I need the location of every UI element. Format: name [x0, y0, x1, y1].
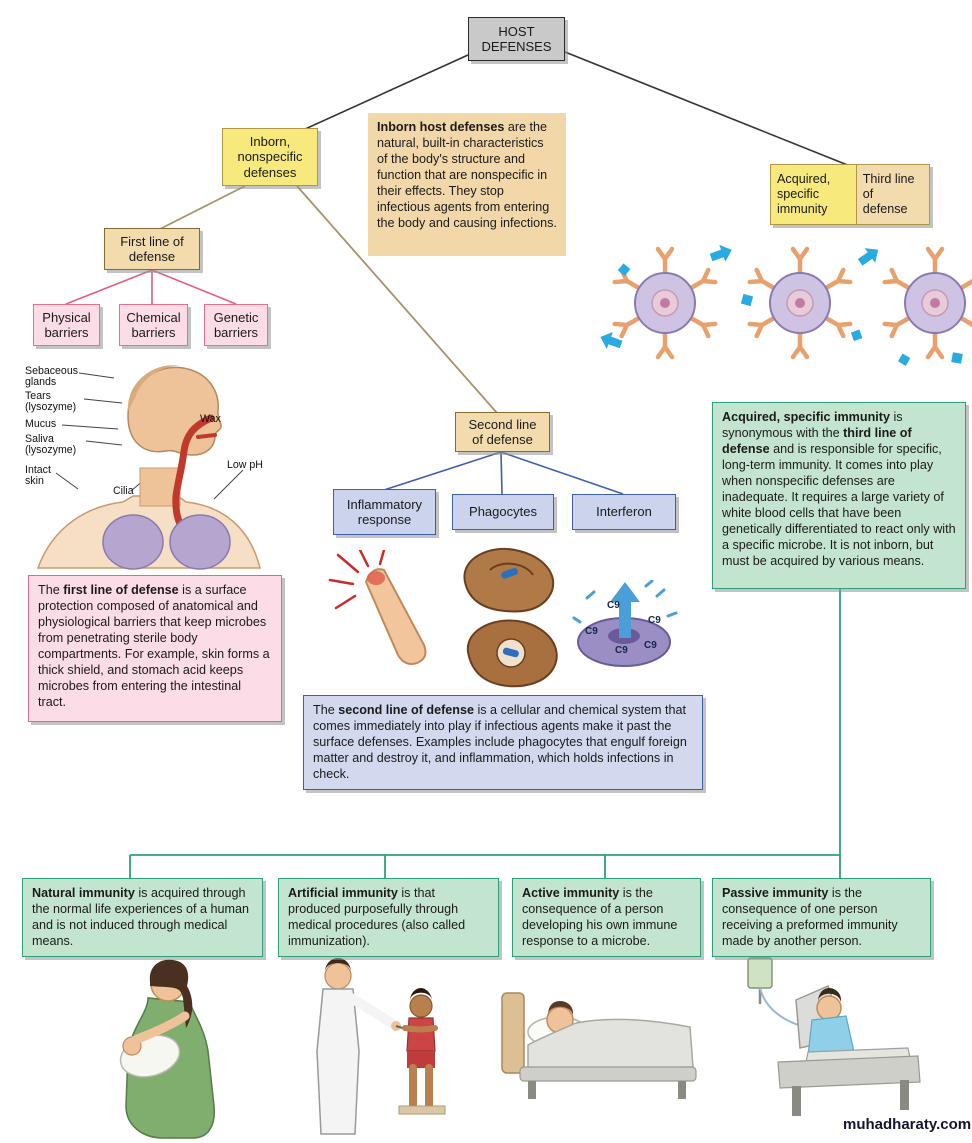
c9-label: C9: [615, 645, 628, 656]
natural-bold: Natural immunity: [32, 886, 135, 900]
first-line-pre: The: [38, 583, 64, 597]
first-line-bold: first line of defense: [63, 583, 179, 597]
label-cilia: Cilia: [113, 485, 134, 497]
passive-immunity-illustration: [747, 956, 921, 1116]
second-line-pre: The: [313, 703, 339, 717]
c9-label: C9: [607, 600, 620, 611]
label-low-ph: Low pH: [227, 459, 263, 471]
acquired-textbox: Acquired, specific immunity is synonymou…: [712, 402, 966, 589]
node-acquired-third-line-group: Acquired, specific immunity Third line o…: [770, 164, 930, 225]
passive-immunity-textbox: Passive immunity is the consequence of o…: [712, 878, 931, 957]
node-chemical-barriers: Chemical barriers: [119, 304, 188, 346]
node-inborn-nonspecific-defenses: Inborn, nonspecific defenses: [222, 128, 318, 186]
node-acquired-specific-immunity: Acquired, specific immunity: [770, 164, 857, 225]
natural-rest: is acquired through the normal life expe…: [32, 886, 250, 948]
node-physical-barriers: Physical barriers: [33, 304, 100, 346]
active-immunity-illustration: [501, 992, 697, 1099]
artificial-rest: is that produced purposefully through me…: [288, 886, 466, 948]
label-tears-lysozyme: Tears (lysozyme): [25, 390, 77, 414]
active-immunity-textbox: Active immunity is the consequence of a …: [512, 878, 701, 957]
first-line-rest: is a surface protection composed of anat…: [38, 583, 270, 709]
phagocytes-illustration: [463, 548, 558, 688]
inborn-description-box: Inborn host defenses are the natural, bu…: [368, 113, 566, 256]
c9-label: C9: [644, 640, 657, 651]
interferon-illustration: [572, 580, 678, 667]
active-bold: Active immunity: [522, 886, 620, 900]
natural-immunity-illustration: [119, 959, 216, 1139]
second-line-bold: second line of defense: [338, 703, 474, 717]
label-sebaceous-glands: Sebaceous glands: [25, 365, 79, 389]
node-inflammatory-response: Inflammatory response: [333, 489, 436, 535]
acquired-mid: is synonymous with the: [722, 410, 903, 440]
second-line-rest: is a cellular and chemical system that c…: [313, 703, 687, 781]
node-phagocytes: Phagocytes: [452, 494, 554, 530]
artificial-immunity-textbox: Artificial immunity is that produced pur…: [278, 878, 499, 957]
artificial-bold: Artificial immunity: [288, 886, 398, 900]
inborn-description-bold: Inborn host defenses: [377, 120, 505, 134]
label-mucus: Mucus: [25, 418, 57, 430]
label-saliva-lysozyme: Saliva (lysozyme): [25, 433, 77, 457]
passive-rest: is the consequence of one person receivi…: [722, 886, 898, 948]
inflammation-finger-illustration: [328, 550, 427, 665]
acquired-bold1: Acquired, specific immunity: [722, 410, 890, 424]
c9-label: C9: [585, 626, 598, 637]
label-intact-skin: Intact skin: [25, 464, 51, 488]
node-host-defenses: HOST DEFENSES: [468, 17, 565, 61]
c9-label: C9: [648, 615, 661, 626]
lymphocyte-cells-illustration: [600, 241, 972, 366]
node-first-line-of-defense: First line of defense: [104, 228, 200, 270]
node-third-line-of-defense: Third line of defense: [855, 164, 930, 225]
node-genetic-barriers: Genetic barriers: [204, 304, 268, 346]
node-interferon: Interferon: [572, 494, 676, 530]
node-second-line-of-defense: Second line of defense: [455, 412, 550, 452]
active-rest: is the consequence of a person developin…: [522, 886, 678, 948]
artificial-immunity-illustration: [316, 958, 446, 1135]
second-line-textbox: The second line of defense is a cellular…: [303, 695, 703, 790]
acquired-rest: and is responsible for specific, long-te…: [722, 441, 956, 568]
label-wax: Wax: [200, 413, 221, 425]
inborn-description-rest: are the natural, built-in characteristic…: [377, 120, 557, 230]
first-line-anatomy-illustration: [36, 365, 261, 570]
passive-bold: Passive immunity: [722, 886, 829, 900]
first-line-textbox: The first line of defense is a surface p…: [28, 575, 282, 722]
natural-immunity-textbox: Natural immunity is acquired through the…: [22, 878, 263, 957]
watermark-text: muhadharaty.com: [843, 1116, 972, 1133]
acquired-bold2: third line of defense: [722, 425, 912, 456]
